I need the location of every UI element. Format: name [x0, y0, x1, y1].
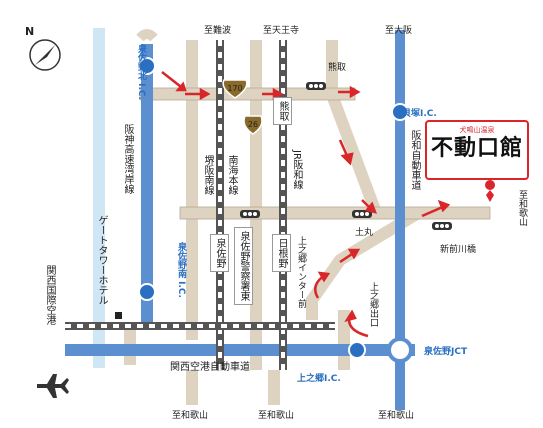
dest-tennoji: 至天王寺	[263, 25, 299, 36]
jct-loop	[387, 337, 413, 363]
compass-north: N	[25, 25, 34, 38]
kumatori-sign: 熊取	[273, 97, 292, 125]
route-26-label: 26	[248, 120, 258, 129]
airport-expressway-line	[65, 344, 415, 356]
nankai-label: 南海本線	[226, 155, 237, 195]
hanwa-expressway-line	[395, 30, 405, 410]
destination-name: 不動口館	[430, 135, 523, 161]
police-box: 泉佐野警察署東	[234, 227, 253, 305]
traffic-signals	[240, 82, 452, 230]
dest-nanba: 至難波	[204, 24, 231, 36]
jct-label: 泉佐野JCT	[423, 345, 468, 357]
compass-icon	[29, 39, 61, 71]
hineno-box: 日根野	[272, 234, 291, 272]
road-jonogo-diagonal	[306, 206, 424, 320]
hotel-marker	[115, 312, 122, 319]
sakai-hannan-label: 堺阪南線	[202, 155, 213, 195]
jr-hanwa-label: JR阪和線	[291, 150, 302, 190]
dest-wakayama-right: 至和歌山	[517, 190, 527, 226]
road-bottom-2	[268, 370, 280, 405]
jonogo-exit-label: 上之郷出口	[368, 282, 378, 327]
kansai-airport-label: 関西国際空港	[44, 265, 55, 325]
road-kumatori-north	[326, 40, 338, 100]
road-sakai-hannan	[186, 40, 198, 340]
dogamaru-label: 土丸	[355, 226, 373, 238]
marker-izumisano-south	[138, 283, 156, 301]
destination-box: 犬鳴山温泉 不動口館	[425, 120, 529, 180]
dest-osaka: 至大阪	[385, 24, 412, 36]
jonogo-ic-label: 上之郷I.C.	[297, 372, 341, 384]
railway-lines	[65, 40, 335, 370]
shinmaekawa-label: 新前川橋	[440, 243, 476, 255]
gate-tower-hotel-label: ゲートタワーホテル	[96, 215, 107, 305]
airport-expressway-label: 関西空港自動車道	[170, 362, 250, 373]
dest-wakayama-3: 至和歌山	[378, 409, 414, 421]
izumisano-north-ic-label: 泉佐野北 I.C.	[136, 44, 146, 100]
jonogo-inter-mae-label: 上之郷インター前	[296, 236, 306, 308]
marker-jonogo	[348, 341, 366, 359]
izumisano-station-box: 泉佐野	[210, 234, 229, 272]
hanwa-expressway-label: 阪和自動車道	[409, 130, 420, 190]
hanshin-expressway-label: 阪神高速湾岸線	[122, 124, 133, 194]
sea-strip	[93, 28, 105, 368]
route-arrows	[161, 71, 451, 338]
road-bottom-1	[186, 370, 198, 405]
dest-wakayama-2: 至和歌山	[258, 409, 294, 421]
airplane-icon	[37, 374, 69, 398]
destination-subtitle: 犬鳴山温泉	[459, 126, 495, 134]
izumisano-south-ic-label: 泉佐野南 I.C.	[176, 242, 186, 298]
route-shields: 170 26	[222, 79, 263, 135]
road-route-26	[250, 40, 262, 370]
dest-wakayama-1: 至和歌山	[172, 409, 208, 421]
ic-markers	[138, 57, 409, 359]
route-170-label: 170	[227, 84, 242, 93]
kumatori-label: 熊取	[328, 61, 346, 73]
destination-pin	[485, 180, 495, 190]
marker-kaizuka	[391, 103, 409, 121]
marker-izumisano-north	[138, 57, 156, 75]
kaizuka-ic-label: 貝塚I.C.	[402, 107, 437, 119]
